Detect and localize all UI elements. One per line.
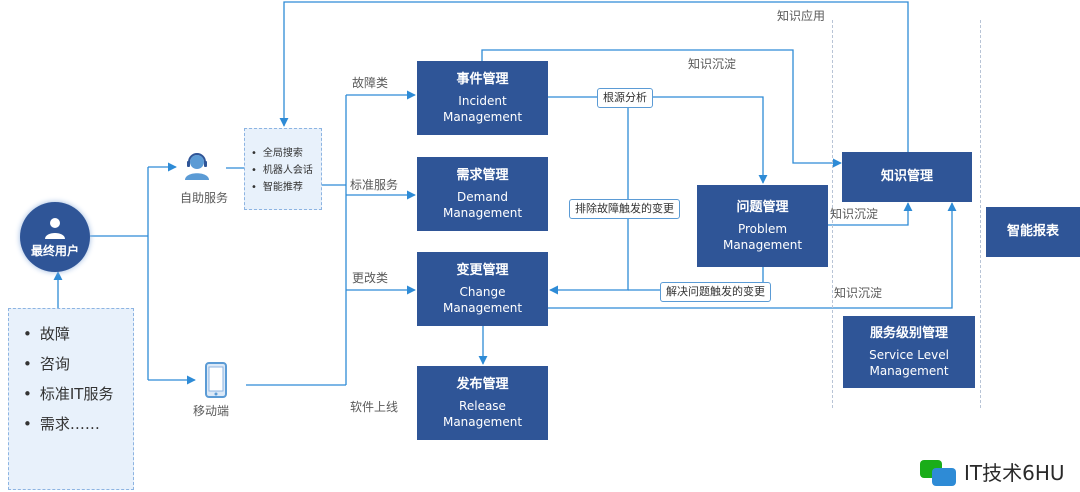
release-management-box: 发布管理 Release Management [417,366,548,440]
agent-headset-icon [185,153,209,180]
service-level-management-box: 服务级别管理 Service Level Management [843,316,975,388]
problem-en-line2: Management [722,238,803,252]
change-title: 变更管理 [456,263,509,278]
incident-title: 事件管理 [456,72,509,87]
user-icon [45,217,65,239]
problem-en-line1: Problem [737,222,788,236]
self-service-option: 机器人会话 [251,162,321,179]
release-en-line1: Release [459,399,506,413]
demand-en-line2: Management [442,206,523,220]
self-service-option: 全局搜索 [251,145,321,162]
slm-en-line2: Management [869,364,949,378]
demand-management-box: 需求管理 Demand Management [417,157,548,231]
separator-line [980,20,981,408]
problem-management-box: 问题管理 Problem Management [697,185,828,267]
incident-en-line1: Incident [458,94,507,108]
change-management-box: 变更管理 Change Management [417,252,548,326]
end-user-node: 最终用户 [20,202,90,272]
request-item: 咨询 [23,349,133,379]
standard-service-label: 标准服务 [350,178,399,192]
end-user-label: 最终用户 [30,243,79,258]
demand-title: 需求管理 [456,168,509,183]
separator-line [832,20,833,408]
problem-to-knowledge-line [828,202,913,226]
change-to-knowledge-line [548,202,957,309]
mobile-phone-icon [205,362,227,398]
knowledge-management-box: 知识管理 [842,152,972,202]
problem-change-tag: 解决问题触发的变更 [660,282,771,302]
brand-watermark: IT技术6HU [918,458,1065,488]
change-en-line2: Management [442,301,523,315]
report-title: 智能报表 [1006,224,1059,239]
incident-en-line2: Management [442,110,523,124]
incident-to-problem-line [548,96,768,184]
fault-change-tag: 排除故障触发的变更 [569,199,680,219]
request-item: 需求…… [23,409,133,439]
release-en-line2: Management [442,415,523,429]
self-service-label: 自助服务 [180,191,229,205]
mobile-label: 移动端 [193,404,230,418]
request-item: 标准IT服务 [23,379,133,409]
fault-type-label: 故障类 [352,76,389,90]
demand-en-line1: Demand [457,190,508,204]
request-item: 故障 [23,319,133,349]
knowledge-deposit-label: 知识沉淀 [830,207,879,221]
slm-title: 服务级别管理 [869,326,948,341]
incident-management-box: 事件管理 Incident Management [417,61,548,135]
knowledge-apply-line [279,1,909,152]
knowledge-deposit-label: 知识沉淀 [834,286,883,300]
self-service-option: 智能推荐 [251,179,321,196]
brand-text: IT技术6HU [964,461,1065,485]
slm-en-line1: Service Level [869,348,949,362]
release-title: 发布管理 [456,377,509,392]
smart-report-box: 智能报表 [986,207,1080,257]
request-types-box: 故障 咨询 标准IT服务 需求…… [8,308,134,490]
wechat-logo-icon [920,460,956,486]
incident-to-knowledge-line [481,49,842,168]
software-release-label: 软件上线 [350,400,399,414]
knowledge-title: 知识管理 [880,169,933,184]
knowledge-deposit-label: 知识沉淀 [688,57,737,71]
root-cause-tag: 根源分析 [597,88,653,108]
change-type-label: 更改类 [352,271,389,285]
change-en-line1: Change [459,285,506,299]
self-service-options-box: 全局搜索 机器人会话 智能推荐 [244,128,322,210]
problem-title: 问题管理 [736,200,789,215]
knowledge-apply-label: 知识应用 [777,9,826,23]
